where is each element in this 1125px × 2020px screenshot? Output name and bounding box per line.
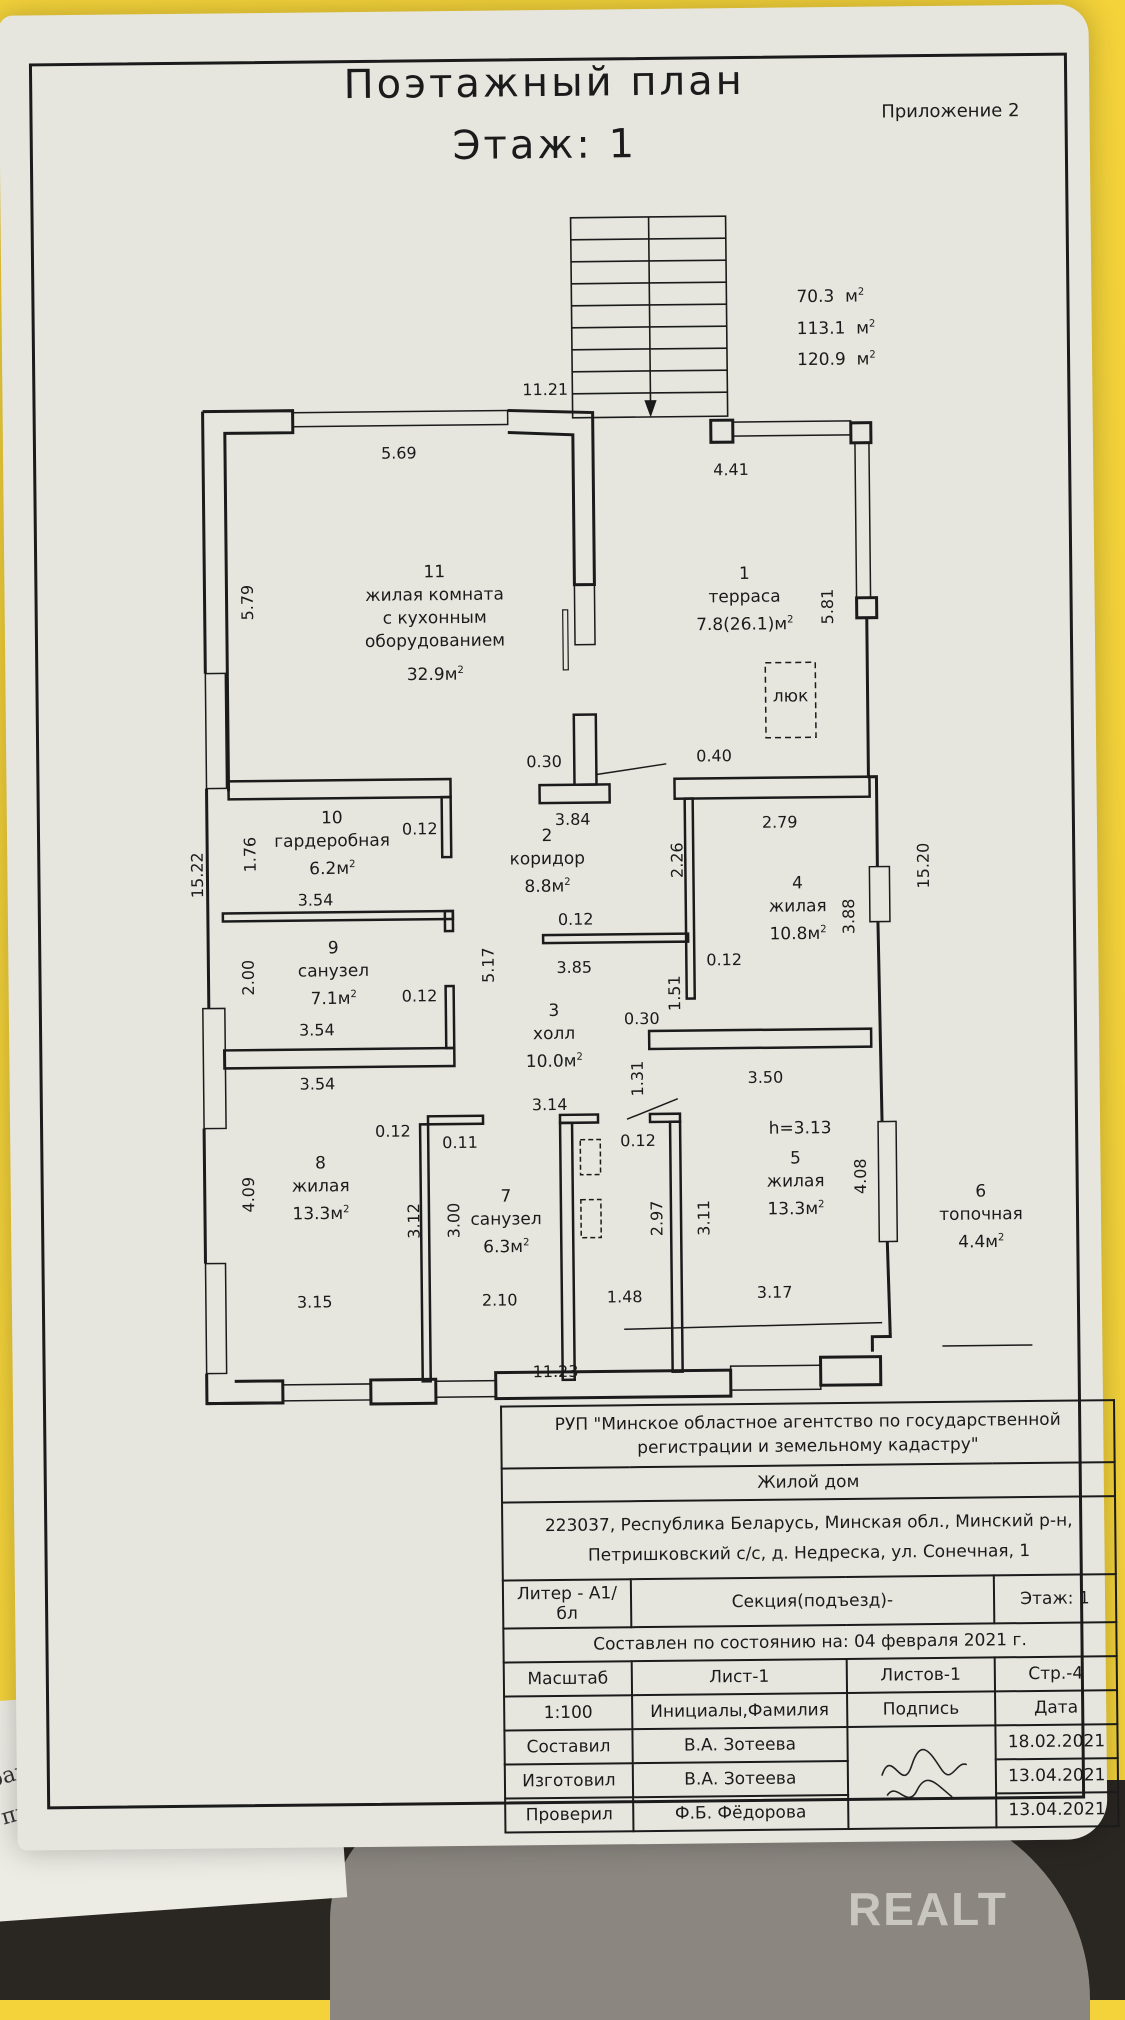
organization-name: РУП "Минское областное агентство по госу… [501, 1400, 1115, 1469]
dimension: 3.00 [444, 1202, 464, 1239]
dimension: 4.09 [238, 1176, 259, 1213]
title-block: РУП "Минское областное агентство по госу… [500, 1399, 1119, 1833]
date: 13.04.2021 [995, 1792, 1119, 1828]
role: Изготовил [504, 1763, 634, 1799]
meter-symbol [580, 1198, 603, 1239]
room-label-3: 3 холл 10.0м2 [525, 1000, 583, 1072]
dimension: 0.11 [442, 1132, 478, 1153]
hatch-outline [764, 661, 817, 739]
dimension: 3.85 [556, 957, 593, 977]
dimension: 0.12 [401, 819, 438, 839]
dimension: 4.41 [713, 459, 749, 480]
person-name: В.А. Зотеева [632, 1726, 848, 1764]
dimension: 11.21 [522, 379, 569, 400]
room-label-10: 10 гардеробная 6.2м2 [274, 808, 391, 880]
room-label-2: 2 коридор 8.8м2 [509, 826, 586, 897]
dimension: 15.20 [913, 842, 934, 889]
dimension: 3.84 [554, 809, 591, 829]
dimension: 1.51 [664, 975, 685, 1012]
dimension: 5.17 [478, 947, 498, 984]
dimension: 0.12 [401, 986, 438, 1006]
dimension: 11.23 [532, 1361, 579, 1382]
date: 18.02.2021 [995, 1724, 1118, 1760]
dimension: 3.54 [298, 1020, 335, 1040]
sheets-count: Листов-1 [846, 1657, 995, 1693]
dimension: 0.40 [696, 746, 732, 766]
liter: Литер - А1/бл [502, 1579, 632, 1629]
dimension: 1.48 [606, 1287, 643, 1307]
dimension: 1.31 [627, 1060, 648, 1097]
dimension: 5.81 [817, 588, 838, 625]
person-name: В.А. Зотеева [632, 1760, 848, 1798]
room-label-5: 5 жилая 13.3м2 [766, 1148, 825, 1220]
floor-plan-drawing [201, 215, 1033, 1406]
ceiling-height: h=3.13 [768, 1118, 832, 1139]
room-label-8: 8 жилая 13.3м2 [291, 1153, 350, 1225]
address: 223037, Республика Беларусь, Минская обл… [502, 1496, 1116, 1581]
dimension: 2.26 [667, 842, 687, 879]
stamp-floor: Этаж: 1 [993, 1574, 1117, 1624]
hatch-label: люк [772, 686, 809, 707]
dimension: 3.11 [694, 1200, 714, 1236]
role: Проверил [505, 1797, 634, 1833]
dimension: 0.12 [375, 1121, 411, 1141]
dimension: 3.15 [296, 1292, 333, 1312]
person-name: Ф.Б. Фёдорова [633, 1794, 849, 1832]
outer-walls [201, 408, 899, 1406]
scale-value: 1:100 [504, 1695, 633, 1731]
section: Секция(подъезд)- [630, 1575, 995, 1628]
dimension: 0.12 [620, 1130, 656, 1151]
interior-walls [221, 713, 1033, 1383]
room-label-1: 1 терраса 7.8(26.1)м2 [696, 563, 794, 636]
dimension: 2.10 [481, 1290, 518, 1310]
signature-scribble [880, 1748, 967, 1798]
dimension: 0.30 [623, 1008, 660, 1029]
room-label-9: 9 санузел 7.1м2 [297, 938, 370, 1010]
signature-label: Подпись [846, 1691, 996, 1727]
initials-label: Инициалы,Фамилия [631, 1692, 848, 1730]
dimension: 0.12 [706, 950, 743, 970]
dimension: 3.88 [839, 898, 859, 935]
dimension: 5.69 [380, 443, 417, 463]
dimension: 3.12 [404, 1203, 424, 1239]
dimension: 4.08 [850, 1158, 871, 1195]
page-number: Стр.-4 [994, 1656, 1118, 1692]
signature [847, 1725, 997, 1829]
role: Составил [504, 1729, 633, 1765]
sheet-number: Лист-1 [631, 1658, 847, 1696]
dimension: 2.00 [238, 959, 259, 996]
dimension: 3.17 [756, 1282, 793, 1302]
dimension: 3.14 [531, 1094, 568, 1115]
switchboard-symbol [579, 1138, 602, 1176]
dimension: 15.22 [187, 852, 208, 899]
dimension: 3.50 [747, 1067, 784, 1087]
dimension: 0.30 [526, 751, 562, 772]
date-label: Дата [994, 1690, 1118, 1726]
floor-plan-sheet: Поэтажный план Этаж: 1 Приложение 2 70.3… [0, 4, 1119, 1851]
room-label-7: 7 санузел 6.3м2 [470, 1186, 542, 1258]
date: 13.04.2021 [995, 1758, 1119, 1794]
dimension: 0.12 [557, 909, 594, 929]
dimension: 3.54 [299, 1074, 336, 1094]
stairs [569, 215, 729, 419]
dimension: 1.76 [240, 836, 260, 873]
realt-watermark-logo: REALT [848, 1883, 1008, 1935]
dimension: 5.79 [237, 584, 258, 621]
dimension: 3.54 [297, 890, 334, 910]
dimension: 2.97 [647, 1200, 667, 1237]
scale-label: Масштаб [503, 1661, 632, 1697]
room-label-11: 11 жилая комната с кухонным оборудование… [364, 562, 506, 686]
dimension: 2.79 [761, 812, 798, 832]
room-label-6: 6 топочная 4.4м2 [939, 1181, 1023, 1253]
